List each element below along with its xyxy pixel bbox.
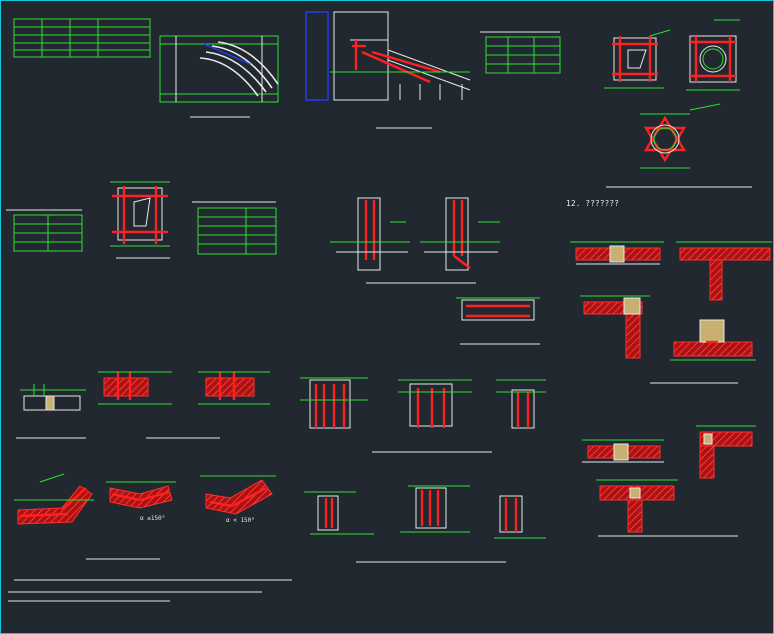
column-section-square [604,29,671,89]
column-section-blue [305,11,471,129]
bent-beam-detail-b: α ≥150° [106,481,176,522]
slab-detail-a [16,384,86,439]
notes-lines [8,579,292,602]
beam-column-elevation-pair [330,197,500,284]
curved-beam-detail [159,35,279,118]
detail-table-1 [13,18,151,58]
detail-table-3 [6,209,83,252]
column-footing-details [304,485,546,563]
column-section-star [606,103,752,188]
angle-label-left: α ≥150° [140,515,165,522]
beam-joint-pair [98,371,270,439]
angle-label-right: α < 150° [226,517,255,524]
hatched-t-joints [582,425,756,537]
column-elevations-row [300,377,546,453]
section-label: 12. ??????? [566,199,619,208]
detail-table-2 [480,31,561,74]
column-section-circle [686,19,740,91]
column-joint-detail [110,181,170,259]
bent-beam-detail-a [14,473,160,560]
hatched-beam-joints [570,241,772,384]
detail-table-4 [192,201,277,255]
bent-beam-detail-c: α < 150° [200,475,276,524]
beam-section-small [456,297,540,345]
